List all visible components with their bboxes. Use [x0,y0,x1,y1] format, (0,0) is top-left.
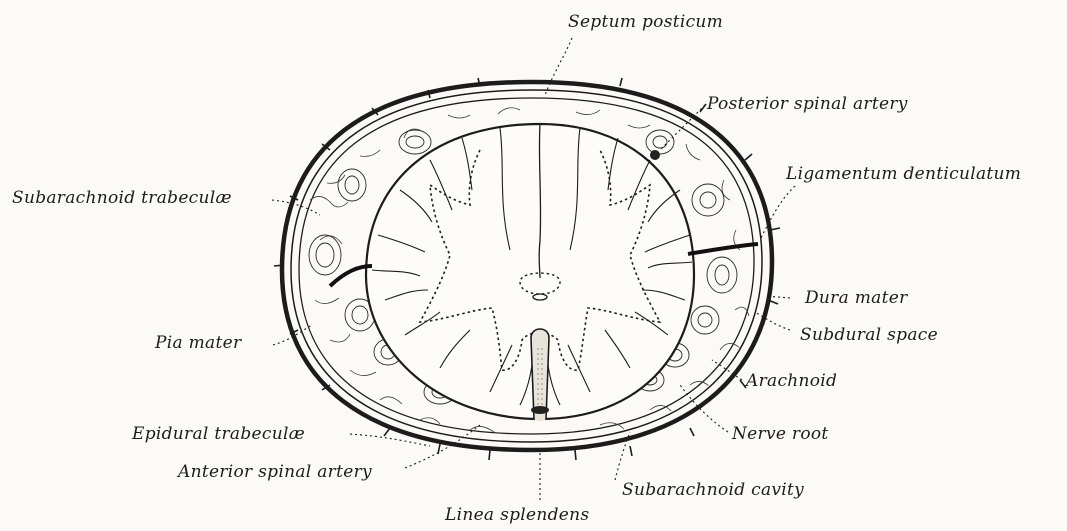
label-dura-mater: Dura mater [805,288,908,308]
label-subarachnoid-trabeculae: Subarachnoid trabeculæ [12,188,232,208]
label-linea-splendens: Linea splendens [445,505,589,525]
label-pia-mater: Pia mater [155,333,241,353]
label-ligamentum-denticulatum: Ligamentum denticulatum [786,164,1021,184]
label-epidural-trabeculae: Epidural trabeculæ [132,424,305,444]
label-subdural-space: Subdural space [800,325,938,345]
label-anterior-spinal-artery: Anterior spinal artery [178,462,372,482]
label-posterior-spinal-artery: Posterior spinal artery [707,94,908,114]
label-subarachnoid-cavity: Subarachnoid cavity [622,480,804,500]
anterior-spinal-artery-mark [531,406,549,414]
posterior-spinal-artery-mark [650,150,660,160]
ligamentum-denticulatum-right [688,244,758,254]
label-arachnoid: Arachnoid [746,371,837,391]
label-septum-posticum: Septum posticum [568,12,723,32]
label-nerve-root: Nerve root [732,424,829,444]
